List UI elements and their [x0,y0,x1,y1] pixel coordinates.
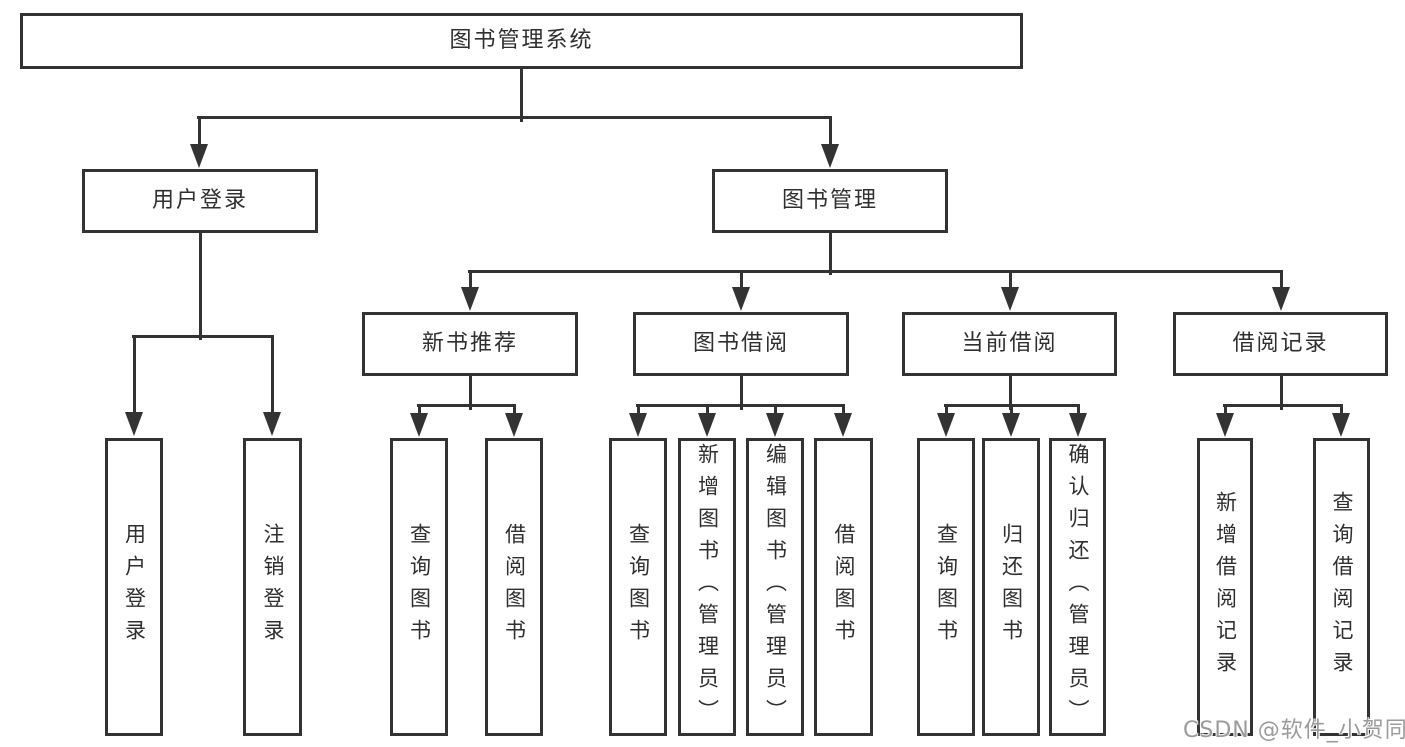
arrowhead-icon-15 [1002,413,1020,437]
connector-line-4 [829,233,832,275]
arrowhead-icon-16 [1069,413,1087,437]
node-label-root: 图书管理系统 [449,28,594,53]
node-label-leaf-borrow-book-2: 借阅图书 [832,523,856,651]
arrow-stem-2 [133,335,136,414]
node-label-leaf-query-book-2: 查询图书 [626,523,651,651]
node-leaf-user-login: 用户登录 [105,438,163,736]
connector-line-5 [468,270,1283,273]
arrowhead-icon-13 [834,413,852,437]
node-label-leaf-borrow-book-1: 借阅图书 [502,523,527,651]
connector-line-3 [132,335,274,338]
arrowhead-icon-11 [698,413,716,437]
node-label-book-management: 图书管理 [781,188,878,213]
node-label-leaf-confirm-return: 确认归还（管理员） [1066,443,1090,731]
node-label-leaf-edit-book-admin: 编辑图书（管理员） [763,443,788,731]
csdn-watermark: CSDN @软件_小贺同学 [1183,718,1405,743]
node-user-login: 用户登录 [82,169,318,233]
arrowhead-icon-4 [461,287,479,311]
node-borrow-records: 借阅记录 [1173,312,1388,376]
arrowhead-icon-9 [505,413,523,437]
arrowhead-icon-7 [1272,287,1290,311]
arrow-stem-7 [1280,270,1283,289]
node-label-borrow-records: 借阅记录 [1232,331,1329,356]
arrow-stem-15 [1010,404,1013,415]
arrow-stem-17 [1224,404,1227,415]
node-current-borrow: 当前借阅 [902,312,1117,376]
node-label-leaf-add-book-admin: 新增图书（管理员） [695,443,720,731]
node-label-leaf-query-book-1: 查询图书 [407,523,432,651]
arrow-stem-10 [637,404,640,415]
node-label-leaf-logout: 注销登录 [261,523,285,651]
node-label-leaf-add-borrow-record: 新增借阅记录 [1213,491,1238,683]
node-leaf-query-book-3: 查询图书 [917,438,975,736]
node-leaf-return-book: 归还图书 [982,438,1040,736]
node-label-leaf-query-book-3: 查询图书 [934,523,959,651]
node-label-current-borrow: 当前借阅 [961,331,1058,356]
arrow-stem-16 [1077,404,1080,415]
node-leaf-query-book-2: 查询图书 [609,438,667,736]
node-leaf-query-borrow-record: 查询借阅记录 [1313,438,1370,736]
node-leaf-add-book-admin: 新增图书（管理员） [678,438,736,736]
node-label-user-login: 用户登录 [151,188,248,213]
node-book-borrow: 图书借阅 [633,312,849,376]
node-label-leaf-user-login: 用户登录 [122,523,147,651]
arrow-stem-1 [829,116,832,146]
node-label-leaf-return-book: 归还图书 [999,523,1024,651]
arrow-stem-13 [842,404,845,415]
node-leaf-confirm-return: 确认归还（管理员） [1049,438,1106,736]
node-leaf-borrow-book-2: 借阅图书 [814,438,873,736]
arrow-stem-18 [1340,404,1343,415]
node-leaf-query-book-1: 查询图书 [390,438,448,736]
node-leaf-edit-book-admin: 编辑图书（管理员） [746,438,804,736]
arrow-stem-8 [418,404,421,415]
node-root: 图书管理系统 [20,13,1023,69]
arrowhead-icon-8 [410,413,428,437]
arrowhead-icon-17 [1216,413,1234,437]
arrow-stem-12 [774,404,777,415]
connector-line-2 [199,233,202,340]
node-leaf-logout: 注销登录 [243,438,302,736]
node-book-management: 图书管理 [712,169,948,233]
arrowhead-icon-18 [1332,413,1350,437]
arrowhead-icon-3 [263,412,281,436]
connector-line-1 [197,116,832,119]
arrow-stem-6 [1009,270,1012,289]
arrow-stem-0 [198,116,201,146]
arrowhead-icon-0 [190,144,208,168]
connector-line-0 [520,69,523,122]
node-leaf-add-borrow-record: 新增借阅记录 [1197,438,1253,736]
arrow-stem-14 [945,404,948,415]
arrowhead-icon-12 [766,413,784,437]
connector-line-10 [1009,376,1012,410]
node-label-leaf-query-borrow-record: 查询借阅记录 [1330,491,1354,683]
connector-line-8 [740,376,743,410]
connector-line-7 [417,404,516,407]
arrowhead-icon-10 [629,413,647,437]
arrow-stem-11 [706,404,709,415]
arrowhead-icon-5 [732,287,750,311]
node-new-book-recommend: 新书推荐 [362,312,578,376]
arrowhead-icon-1 [821,144,839,168]
arrow-stem-5 [740,270,743,289]
arrowhead-icon-2 [125,412,143,436]
arrow-stem-9 [513,404,516,415]
connector-line-12 [1280,376,1283,410]
arrow-stem-3 [271,335,274,414]
node-label-book-borrow: 图书借阅 [692,331,789,356]
connector-line-13 [1223,404,1343,407]
connector-line-6 [469,376,472,410]
connector-line-9 [636,404,845,407]
node-label-new-book-recommend: 新书推荐 [421,331,518,356]
node-leaf-borrow-book-1: 借阅图书 [485,438,543,736]
arrow-stem-4 [469,270,472,289]
arrowhead-icon-6 [1001,287,1019,311]
arrowhead-icon-14 [937,413,955,437]
